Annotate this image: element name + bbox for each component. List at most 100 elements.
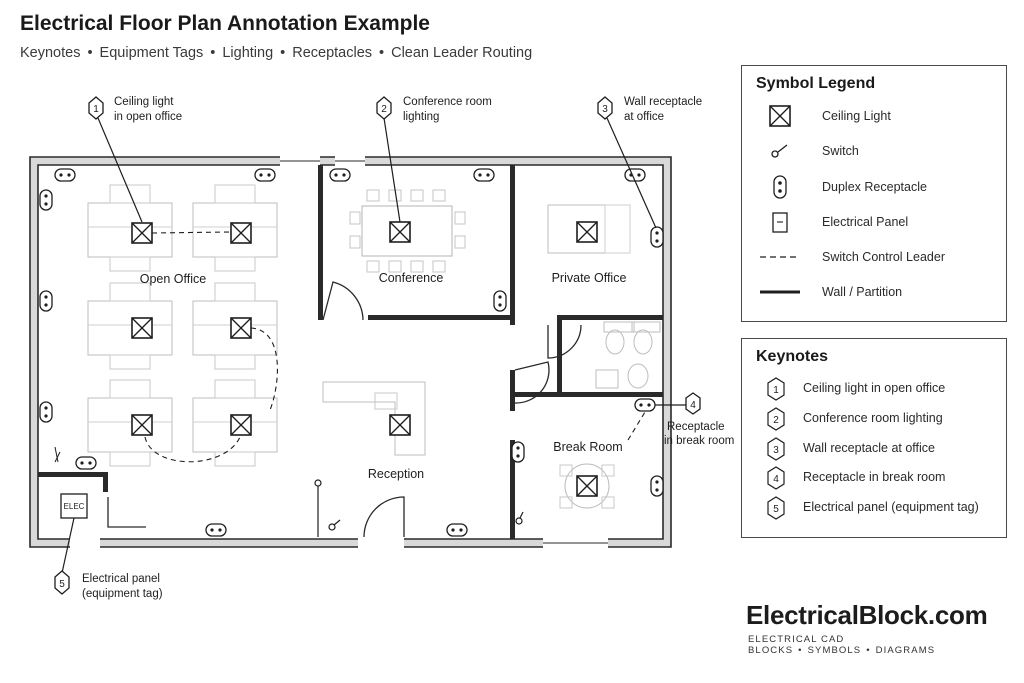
subtitle-separator: •: [210, 45, 216, 61]
callout-text: in open office: [114, 111, 182, 123]
room-label-private-office: Private Office: [552, 271, 627, 285]
callout-number: 1: [93, 104, 99, 115]
callout-text: Conference room: [403, 96, 492, 108]
walls: [29, 155, 672, 549]
callout-text: Electrical panel: [82, 573, 160, 585]
keynote-item: 4 Receptacle in break room: [742, 465, 1006, 491]
subtitle-item: Equipment Tags: [99, 45, 204, 61]
callout-text: at office: [624, 111, 664, 123]
brand-logo: ElectricalBlock.com: [746, 600, 988, 630]
keynote-hexagon-icon: 1: [767, 377, 785, 401]
keynote-item: 1 Ceiling light in open office: [742, 376, 1006, 402]
legend-item: Switch Control Leader: [742, 242, 1006, 272]
keynote-item: 3 Wall receptacle at office: [742, 436, 1006, 462]
keynote-hexagon-icon: 3: [767, 437, 785, 461]
tagline-separator: •: [798, 645, 803, 656]
tagline-separator: •: [866, 645, 871, 656]
keynote-label: Electrical panel (equipment tag): [803, 500, 979, 514]
callout-text: Receptacle: [667, 421, 725, 433]
legend-label: Electrical Panel: [822, 215, 909, 229]
subtitle-separator: •: [280, 45, 286, 61]
legend-label: Ceiling Light: [822, 109, 891, 123]
switch-control-leaders: [144, 231, 646, 463]
keynote-hexagon-icon: 5: [767, 496, 785, 520]
subtitle-separator: •: [87, 45, 93, 61]
legend-item: Wall / Partition: [742, 277, 1006, 307]
ceiling-light: [131, 317, 153, 339]
keynote-item: 2 Conference room lighting: [742, 406, 1006, 432]
subtitle-item: Receptacles: [292, 45, 373, 61]
keynote-label: Receptacle in break room: [803, 470, 946, 484]
subtitle-item: Keynotes: [20, 45, 81, 61]
ceiling-light: [389, 414, 411, 436]
keynotes-panel: Keynotes 1 Ceiling light in open office …: [741, 338, 1007, 538]
keynote-number: 1: [773, 385, 779, 396]
legend-item: Switch: [742, 136, 1006, 166]
legend-item: Duplex Receptacle: [742, 172, 1006, 202]
callout-text: in break room: [664, 435, 734, 447]
room-label-conference: Conference: [379, 271, 444, 285]
wall-line-icon: [760, 290, 800, 294]
floor-plan: ELEC Open Office Conference Private Offi…: [29, 96, 734, 600]
callout-3: 3 Wall receptacle at office: [597, 96, 702, 229]
ceiling-light: [230, 222, 252, 244]
callout-text: Wall receptacle: [624, 96, 702, 108]
keynote-callouts: 1 Ceiling light in open office 2 Confere…: [54, 96, 734, 600]
subtitle-item: Clean Leader Routing: [391, 45, 533, 61]
callout-text: lighting: [403, 111, 439, 123]
keynote-hexagon-icon: 4: [767, 466, 785, 490]
legend-item: Ceiling Light: [742, 101, 1006, 131]
ceiling-light: [230, 317, 252, 339]
ceiling-light: [576, 475, 598, 497]
switches: [54, 446, 524, 537]
keynote-item: 5 Electrical panel (equipment tag): [742, 495, 1006, 521]
room-label-break-room: Break Room: [553, 440, 622, 454]
furniture: [87, 184, 661, 509]
tagline-item: ELECTRICAL CAD BLOCKS: [748, 634, 845, 656]
room-label-open-office: Open Office: [140, 272, 207, 286]
ceiling-light: [576, 221, 598, 243]
callout-1: 1 Ceiling light in open office: [88, 96, 182, 223]
ceiling-light-icon: [769, 105, 791, 127]
switch-icon: [771, 144, 788, 158]
ceiling-lights: [131, 221, 598, 497]
legend-title: Symbol Legend: [756, 75, 876, 92]
ceiling-light: [389, 221, 411, 243]
room-label-reception: Reception: [368, 467, 424, 481]
keynote-number: 3: [773, 445, 779, 456]
legend-label: Switch Control Leader: [822, 250, 945, 264]
callout-number: 5: [59, 579, 65, 590]
ceiling-light: [230, 414, 252, 436]
ceiling-light: [131, 222, 153, 244]
keynote-hexagon-icon: 2: [767, 407, 785, 431]
callout-number: 4: [690, 400, 696, 411]
keynote-number: 2: [773, 415, 779, 426]
callout-4: 4 Receptacle in break room: [655, 392, 734, 447]
callout-5: 5 Electrical panel (equipment tag): [54, 517, 163, 600]
keynote-label: Wall receptacle at office: [803, 441, 936, 455]
keynote-number: 5: [773, 504, 779, 515]
page-title: Electrical Floor Plan Annotation Example: [20, 12, 430, 35]
subtitle-item: Lighting: [222, 45, 274, 61]
duplex-receptacle-icon: [773, 175, 787, 199]
legend-label: Wall / Partition: [822, 285, 903, 299]
electrical-panel-icon: [772, 212, 788, 233]
callout-number: 3: [602, 104, 608, 115]
keynotes-title: Keynotes: [756, 348, 829, 365]
tagline-item: SYMBOLS: [807, 645, 862, 656]
callout-2: 2 Conference room lighting: [376, 96, 492, 223]
keynote-number: 4: [773, 474, 779, 485]
dashed-leader-icon: [760, 256, 800, 258]
page-subtitle: Keynotes • Equipment Tags • Lighting • Recepta…: [20, 45, 532, 61]
tagline-item: DIAGRAMS: [875, 645, 936, 656]
legend-item: Electrical Panel: [742, 207, 1006, 237]
callout-number: 2: [381, 104, 387, 115]
symbol-legend-panel: Symbol Legend Ceiling Light Switch Duple…: [741, 65, 1007, 322]
keynote-label: Conference room lighting: [803, 411, 943, 425]
brand-tagline: ELECTRICAL CAD BLOCKS•SYMBOLS•DIAGRAMS: [748, 634, 1024, 656]
panel-tag: ELEC: [64, 502, 85, 511]
callout-text: Ceiling light: [114, 96, 174, 108]
legend-label: Duplex Receptacle: [822, 180, 927, 194]
callout-text: (equipment tag): [82, 588, 163, 600]
legend-label: Switch: [822, 144, 859, 158]
